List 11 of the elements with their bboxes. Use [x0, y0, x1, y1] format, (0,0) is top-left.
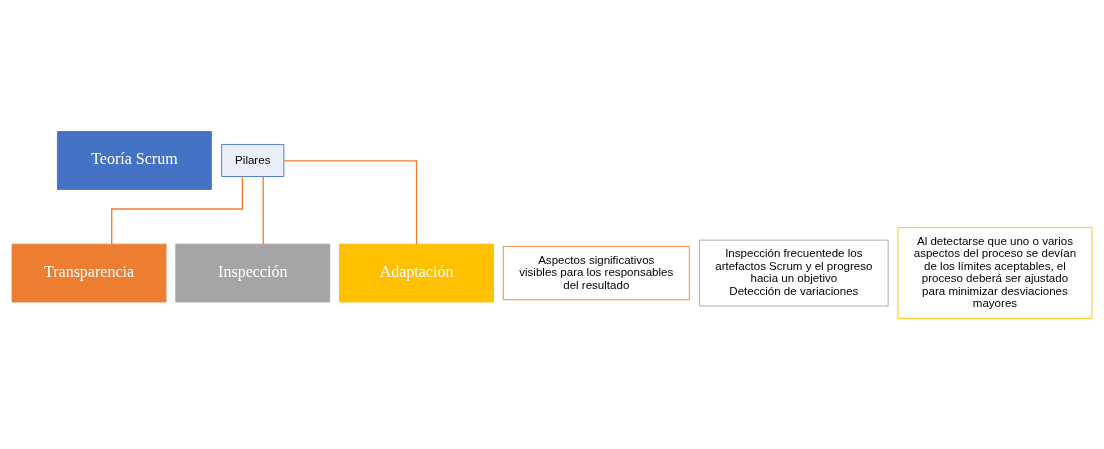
node-box: Inspección [175, 243, 331, 302]
node-box: Transparencia [11, 243, 167, 302]
node-box: Inspección frecuentede los artefactos Scrum y el progreso hacia un objetivo Detección de variaciones [699, 239, 889, 306]
connector [283, 159, 418, 245]
connector [262, 175, 264, 245]
connector [111, 175, 244, 245]
node-box: Adaptación [339, 243, 494, 302]
node-box: Aspectos significativos visibles para los responsables del resultado [502, 245, 690, 300]
node-box: Pilares [221, 143, 285, 177]
node-box: Teoría Scrum [57, 130, 212, 190]
node-box: Al detectarse que uno o varios aspectos del proceso se devían de los límites aceptables, el proceso deberá ser ajustado para minimizar desviaciones mayores [897, 226, 1093, 319]
